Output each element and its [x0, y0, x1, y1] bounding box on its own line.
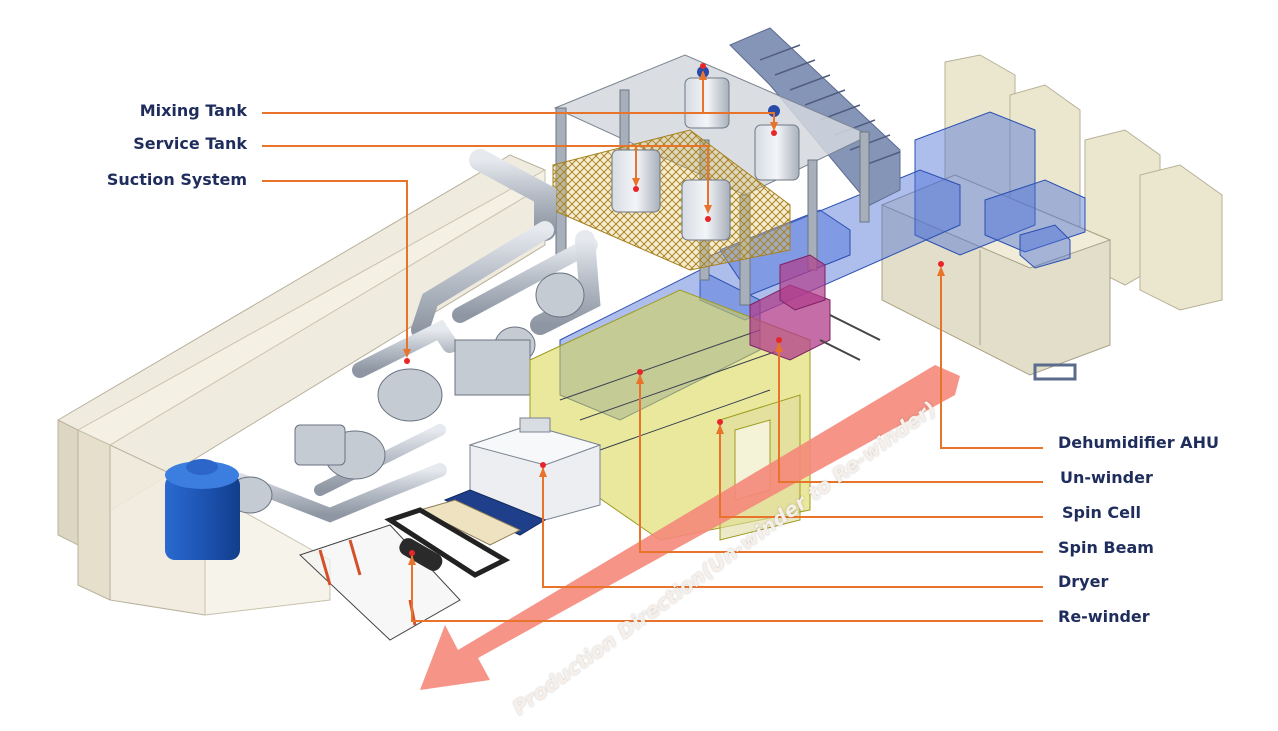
label-suction-system: Suction System: [106, 170, 247, 189]
tanks: [611, 66, 800, 241]
marker-dots: [404, 63, 944, 556]
label-dryer: Dryer: [1058, 572, 1109, 591]
label-spin-cell: Spin Cell: [1062, 503, 1141, 522]
un-winder-unit: [749, 254, 881, 361]
leader-lines: [262, 72, 1043, 622]
ahu-blocks: [880, 54, 1223, 381]
label-mixing-tank: Mixing Tank: [139, 101, 247, 120]
building-enclosure: [57, 154, 546, 616]
label-service-tank: Service Tank: [133, 134, 247, 153]
dryer-unit: [299, 417, 602, 641]
production-direction-arrow: [420, 365, 960, 690]
label-spin-beam: Spin Beam: [1058, 538, 1154, 557]
label-dehumidifier-ahu: Dehumidifier AHU: [1058, 433, 1219, 452]
water-tank: [165, 459, 240, 560]
label-re-winder: Re-winder: [1058, 607, 1150, 626]
suction-blowers: [227, 272, 585, 514]
label-un-winder: Un-winder: [1060, 468, 1153, 487]
leader-arrowheads: [403, 70, 945, 565]
